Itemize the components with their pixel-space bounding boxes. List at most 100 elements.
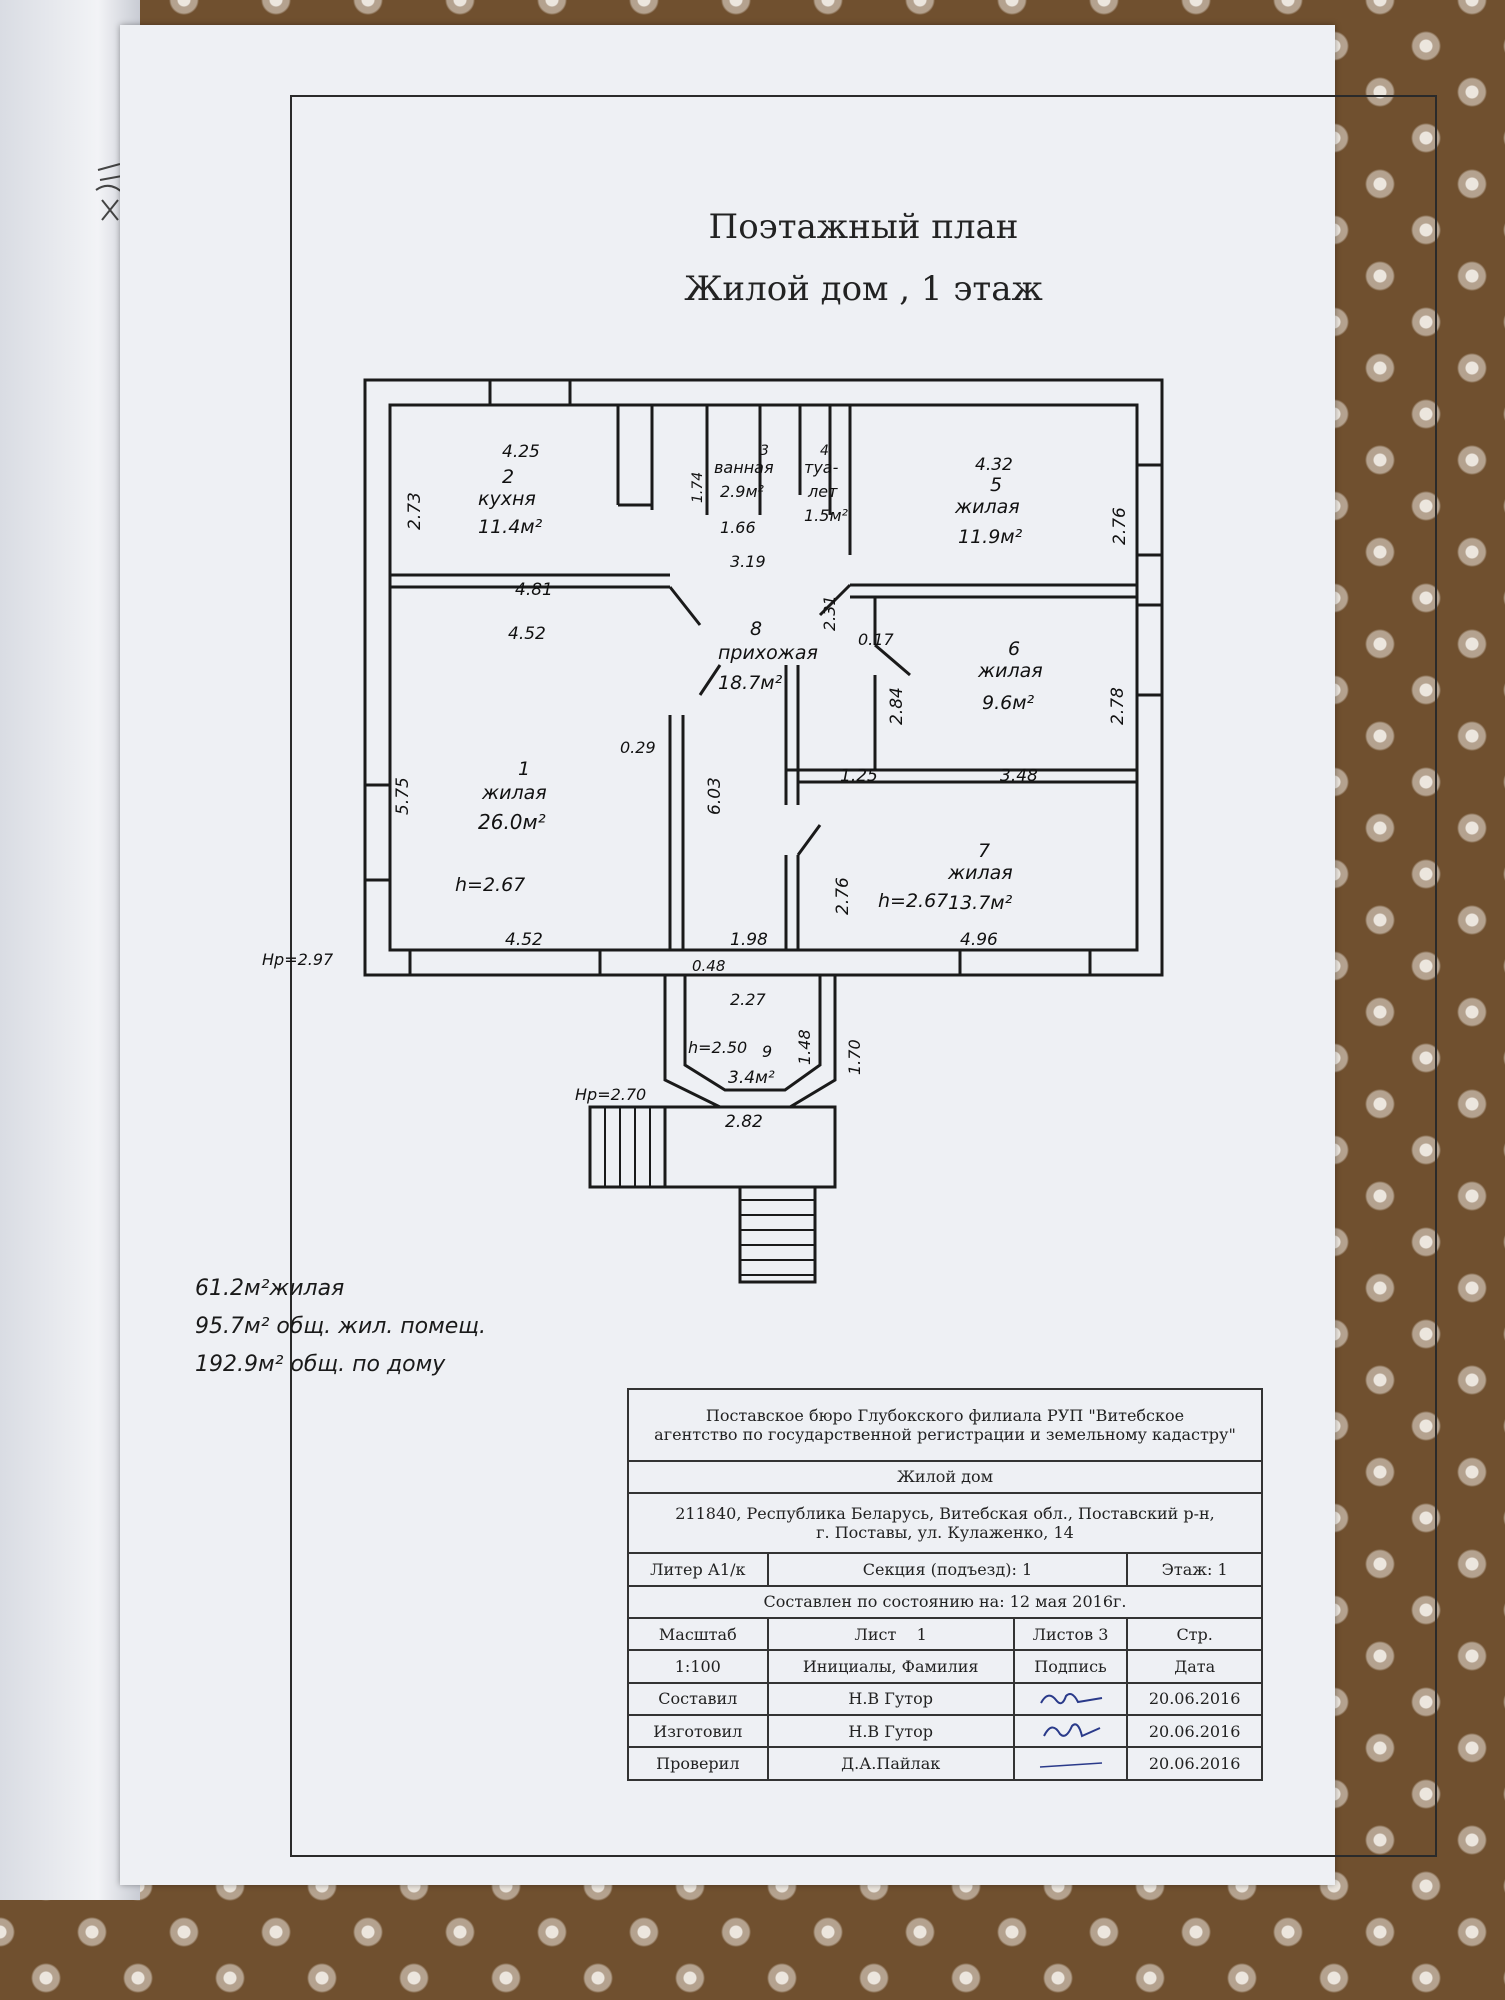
scale-value: 1:100	[627, 1649, 769, 1684]
dim-label: 5.75	[393, 777, 413, 815]
room-6-area: 9.6м²	[982, 692, 1035, 714]
room-1-number: 1	[518, 758, 530, 780]
room-4-number: 4	[820, 443, 829, 459]
initials-label: Инициалы, Фамилия	[766, 1649, 1015, 1684]
room-8-name: прихожая	[718, 642, 818, 664]
floor: Этаж: 1	[1126, 1552, 1263, 1587]
dim-label: 1.70	[845, 1039, 864, 1075]
role-compiled: Составил	[627, 1681, 769, 1717]
porch-platform	[588, 1105, 837, 1189]
area-totals: 61.2м²жилая 95.7м² общ. жил. помещ. 192.…	[195, 1270, 486, 1384]
total-living-premises-area: 95.7м² общ. жил. помещ.	[195, 1314, 486, 1339]
role-checked: Проверил	[627, 1746, 769, 1781]
signature-label: Подпись	[1012, 1649, 1129, 1684]
room-7-number: 7	[978, 840, 990, 862]
signature-icon	[1042, 1723, 1100, 1738]
liter: Литер А1/к	[627, 1552, 769, 1587]
room-3-name: ванная	[714, 458, 774, 477]
sheets-label: Листов 3	[1012, 1616, 1129, 1652]
signature-icon	[1039, 1761, 1102, 1768]
dim-label: 2.31	[820, 595, 839, 631]
dim-label: 1.74	[690, 472, 706, 503]
window-right-1	[1135, 463, 1164, 557]
logo-mark-icon	[95, 163, 125, 221]
dim-label: 2.78	[1108, 687, 1128, 725]
room-2-area: 11.4м²	[478, 516, 543, 538]
room-5-area: 11.9м²	[958, 526, 1023, 548]
dim-label: 4.25	[502, 442, 540, 462]
dim-label: 4.52	[508, 624, 546, 644]
previous-page-edge	[0, 0, 140, 1900]
window-bottom-2	[958, 948, 1092, 977]
room-1-area: 26.0м²	[478, 810, 546, 834]
date-checked: 20.06.2016	[1126, 1746, 1263, 1781]
level-mark: Hp=2.70	[575, 1085, 646, 1104]
role-made: Изготовил	[627, 1714, 769, 1749]
dim-label: 1.98	[730, 930, 768, 950]
room-2-name: кухня	[478, 488, 536, 510]
signature-icon	[1039, 1692, 1102, 1705]
steps-front	[738, 1185, 817, 1284]
signature	[1012, 1714, 1129, 1749]
name-made: Н.В Гутор	[766, 1714, 1015, 1749]
dim-label: 4.96	[960, 930, 998, 950]
dim-label: 6.03	[705, 777, 725, 815]
dim-label: 2.76	[833, 877, 853, 915]
org-name: Поставское бюро Глубокского филиала РУП …	[627, 1388, 1263, 1462]
dim-label: 2.73	[405, 492, 425, 530]
dim-label: 0.48	[692, 957, 725, 975]
room-5-name: жилая	[954, 496, 1020, 518]
dim-label: 2.27	[730, 990, 766, 1009]
room-7-height: h=2.67	[878, 890, 948, 912]
signature	[1012, 1746, 1129, 1781]
total-living-area: 61.2м²жилая	[195, 1276, 345, 1301]
room-9-height: h=2.50	[688, 1038, 747, 1057]
room-8-number: 8	[750, 618, 762, 640]
room-7-name: жилая	[947, 862, 1013, 884]
steps-side	[588, 1105, 667, 1189]
date-label: Дата	[1126, 1649, 1263, 1684]
dim-label: 4.32	[975, 455, 1013, 475]
room-7-area: 13.7м²	[948, 892, 1013, 914]
window-bottom-1	[408, 948, 602, 977]
section: Секция (подъезд): 1	[766, 1552, 1129, 1587]
dim-label: 1.66	[720, 518, 756, 537]
object-name: Жилой дом	[627, 1459, 1263, 1495]
window-left	[363, 783, 392, 882]
name-compiled: Н.В Гутор	[766, 1681, 1015, 1717]
dim-label: 4.81	[515, 580, 553, 600]
plan-title: Поэтажный план	[708, 207, 1019, 247]
date-compiled: 20.06.2016	[1126, 1681, 1263, 1717]
title-block: Поставское бюро Глубокского филиала РУП …	[627, 1388, 1263, 1781]
room-1-height: h=2.67	[455, 874, 525, 896]
dim-label: 4.52	[505, 930, 543, 950]
dim-label: 0.17	[858, 630, 894, 649]
dim-label: 1.48	[795, 1029, 814, 1065]
document-sheet: Поэтажный план Жилой дом , 1 этаж	[120, 25, 1437, 1885]
room-3-area: 2.9м²	[720, 482, 765, 501]
level-mark: Hp=2.97	[262, 950, 334, 969]
dim-label: 2.76	[1110, 507, 1130, 545]
room-6-number: 6	[1008, 638, 1020, 660]
drawing-frame: Поэтажный план Жилой дом , 1 этаж	[290, 95, 1437, 1857]
address: 211840, Республика Беларусь, Витебская о…	[627, 1492, 1263, 1555]
room-3-number: 3	[760, 443, 769, 459]
room-4-name-2: лет	[807, 482, 838, 501]
name-checked: Д.А.Пайлак	[766, 1746, 1015, 1781]
total-house-area: 192.9м² общ. по дому	[195, 1352, 446, 1377]
plan-subtitle: Жилой дом , 1 этаж	[684, 269, 1043, 309]
signature	[1012, 1681, 1129, 1717]
room-9-area: 3.4м²	[728, 1068, 775, 1088]
room-4-name-1: туа-	[804, 458, 839, 477]
room-9-number: 9	[762, 1042, 772, 1061]
compiled-date: Составлен по состоянию на: 12 мая 2016г.	[627, 1584, 1263, 1619]
room-8-area: 18.7м²	[718, 672, 783, 694]
page-label: Стр.	[1126, 1616, 1263, 1652]
window-top	[488, 378, 572, 407]
dim-label: 2.84	[887, 687, 907, 725]
room-5-number: 5	[990, 474, 1002, 496]
room-6-name: жилая	[977, 660, 1043, 682]
dim-label: 3.48	[1000, 766, 1038, 786]
room-1-name: жилая	[481, 782, 547, 804]
room-4-area: 1.5м²	[804, 506, 849, 525]
